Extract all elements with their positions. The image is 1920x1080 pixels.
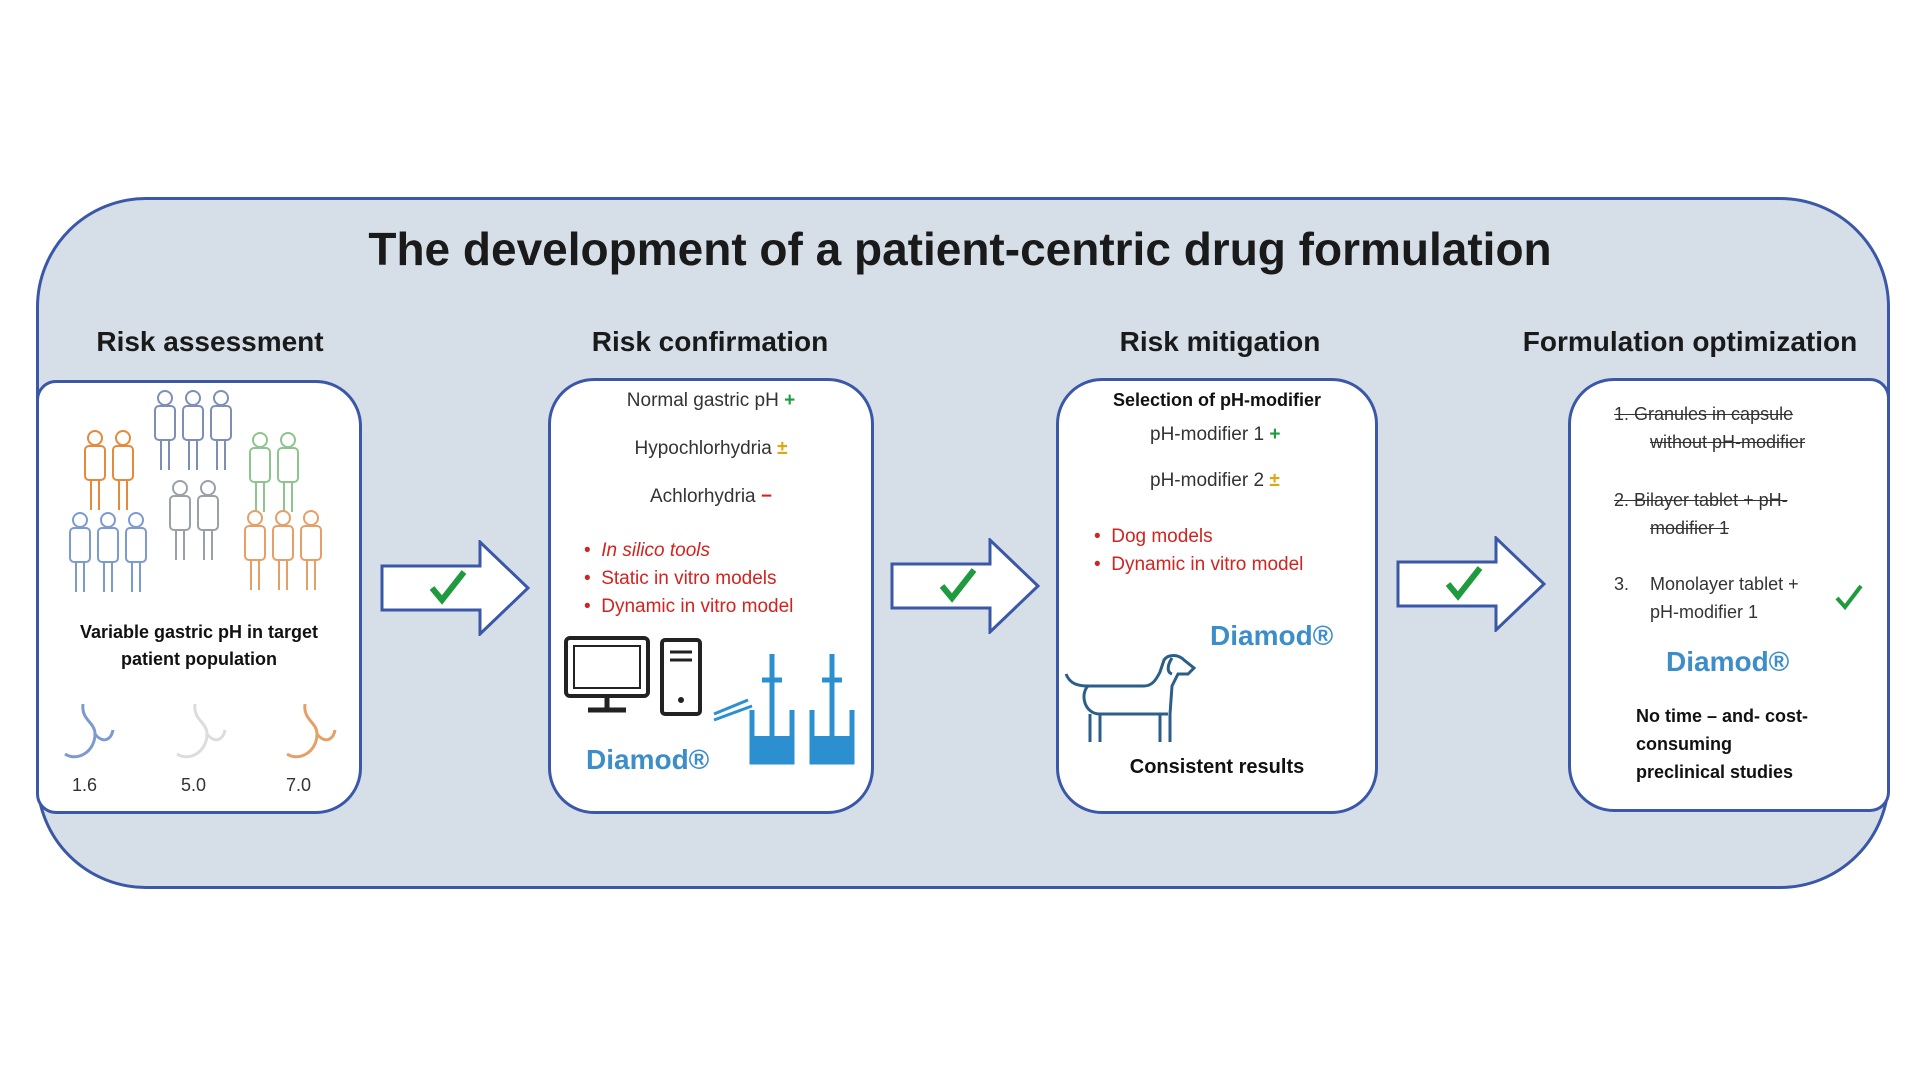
stage-title-risk-mitigation: Risk mitigation xyxy=(1119,326,1321,357)
tool-label: Dynamic in vitro model xyxy=(601,596,794,617)
risk-mitigation-box xyxy=(1056,378,1378,814)
option-1-line2: without pH-modifier xyxy=(1650,432,1806,452)
computer-icon xyxy=(564,636,704,720)
option-3-line2: pH-modifier 1 xyxy=(1650,602,1759,622)
tool-label: Static in vitro models xyxy=(601,568,777,589)
diagram-title: The development of a patient-centric dru… xyxy=(368,223,1552,275)
normal-ph-mark: + xyxy=(784,390,796,411)
achlorhydria-mark: − xyxy=(760,486,772,507)
formulation-box xyxy=(1568,378,1890,812)
note-line1: No time – and- cost- xyxy=(1636,706,1809,726)
dissolution-apparatus-icon xyxy=(712,650,862,766)
people-icon xyxy=(55,388,345,618)
risk-assessment-caption-line1: Variable gastric pH in target xyxy=(79,622,319,642)
model-item: • Dynamic in vitro model xyxy=(1094,554,1304,575)
stomach-ph-1: 1.6 xyxy=(72,775,98,795)
normal-ph-row: Normal gastric pH + xyxy=(548,390,874,412)
brand-label: Diamod® xyxy=(1210,620,1334,651)
tool-item: • Dynamic in vitro model xyxy=(584,596,794,617)
brand-label: Diamod® xyxy=(586,744,710,775)
ph-modifier-1-text: pH-modifier 1 xyxy=(1150,424,1265,445)
ph-modifier-2-row: pH-modifier 2 ± xyxy=(1150,470,1280,492)
arrow-icon xyxy=(380,540,532,636)
hypochlorhydria-row: Hypochlorhydria ± xyxy=(548,438,874,460)
stage-title-risk-confirmation: Risk confirmation xyxy=(591,326,829,357)
achlorhydria-row: Achlorhydria − xyxy=(548,486,874,508)
option-2-line1: 2. Bilayer tablet + pH- xyxy=(1614,490,1788,510)
check-icon xyxy=(1834,582,1864,612)
mitigation-heading: Selection of pH-modifier xyxy=(1112,390,1321,410)
model-item: • Dog models xyxy=(1094,526,1213,547)
risk-assessment-caption-line2: patient population xyxy=(121,649,277,669)
hypochlorhydria-mark: ± xyxy=(777,438,788,459)
ph-modifier-2-mark: ± xyxy=(1269,470,1280,491)
model-label: Dynamic in vitro model xyxy=(1111,554,1304,575)
hypochlorhydria-text: Hypochlorhydria xyxy=(634,438,772,459)
achlorhydria-text: Achlorhydria xyxy=(650,486,756,507)
note-line2: consuming xyxy=(1636,734,1733,754)
brand-label: Diamod® xyxy=(1666,646,1790,677)
dog-icon xyxy=(1060,650,1200,750)
option-2-line2: modifier 1 xyxy=(1650,518,1730,538)
tool-label: In silico tools xyxy=(601,540,710,561)
stage-title-formulation-optimization: Formulation optimization xyxy=(1522,326,1858,357)
consistent-results: Consistent results xyxy=(1129,756,1305,778)
option-3-number: 3. xyxy=(1614,574,1630,594)
ph-modifier-1-mark: + xyxy=(1269,424,1281,445)
option-1-line1: 1. Granules in capsule xyxy=(1614,404,1794,424)
ph-modifier-2-text: pH-modifier 2 xyxy=(1150,470,1265,491)
check-icon xyxy=(939,568,977,603)
note-line3: preclinical studies xyxy=(1636,762,1794,782)
normal-ph-text: Normal gastric pH xyxy=(626,390,779,411)
stomach-ph-3: 7.0 xyxy=(286,775,312,795)
stomach-icon xyxy=(55,700,345,772)
check-icon xyxy=(1445,566,1483,601)
tool-item: • In silico tools xyxy=(584,540,710,561)
arrow-icon xyxy=(890,538,1042,634)
tool-item: • Static in vitro models xyxy=(584,568,777,589)
arrow-icon xyxy=(1396,536,1548,632)
stomach-ph-2: 5.0 xyxy=(181,775,207,795)
model-label: Dog models xyxy=(1111,526,1213,547)
option-3-line1: Monolayer tablet + xyxy=(1650,574,1799,594)
risk-assessment-box xyxy=(36,380,362,814)
ph-modifier-1-row: pH-modifier 1 + xyxy=(1150,424,1280,446)
check-icon xyxy=(429,570,467,605)
stage-title-risk-assessment: Risk assessment xyxy=(96,326,324,357)
